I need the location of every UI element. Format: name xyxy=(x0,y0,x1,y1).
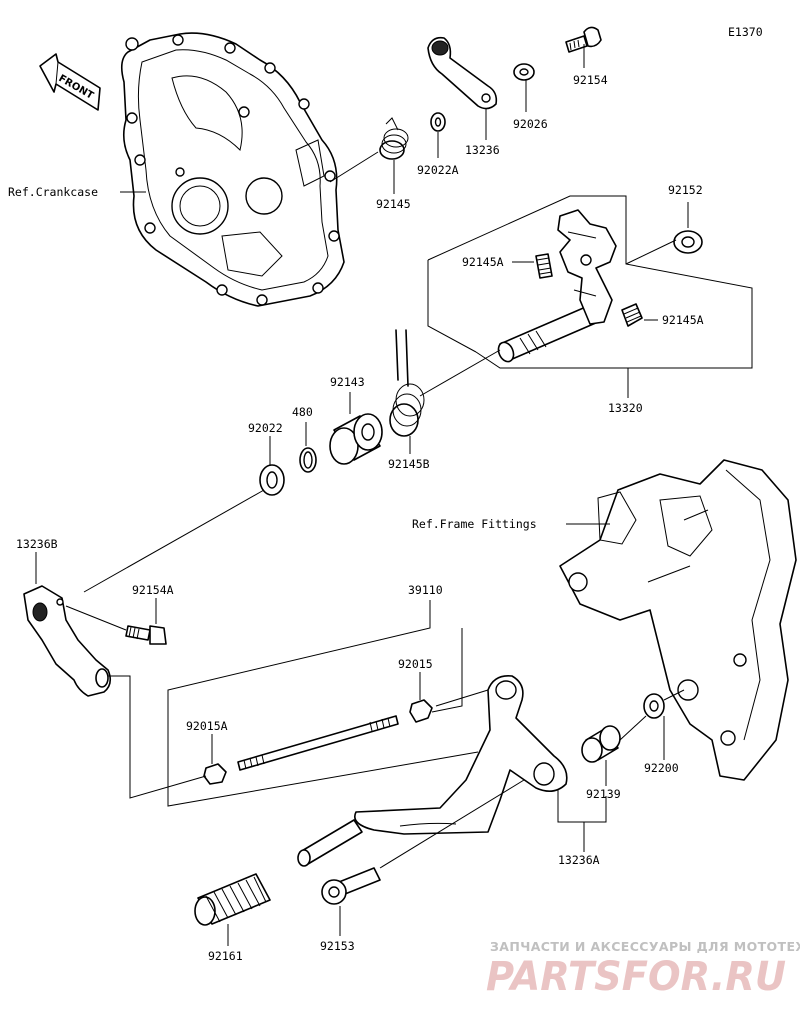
part-labels: 92154 92026 13236 92022A 92145 Ref.Crank… xyxy=(8,73,704,963)
label-92026: 92026 xyxy=(513,117,548,131)
nut-92015-drawing xyxy=(409,699,433,723)
watermark-tagline: ЗАПЧАСТИ И АКСЕССУАРЫ ДЛЯ МОТОТЕХНИКИ xyxy=(490,939,800,954)
label-13320: 13320 xyxy=(608,401,643,415)
label-92154a: 92154A xyxy=(132,583,174,597)
spring-92145a-right-drawing xyxy=(621,303,643,327)
label-92015a: 92015A xyxy=(186,719,228,733)
label-92145a-left: 92145A xyxy=(462,255,504,269)
spring-92145-drawing xyxy=(379,117,409,160)
label-13236: 13236 xyxy=(465,143,500,157)
label-13236b: 13236B xyxy=(16,537,58,551)
washer-92026-drawing xyxy=(513,63,535,81)
rubber-92161-drawing xyxy=(194,873,271,926)
label-92143: 92143 xyxy=(330,375,365,389)
label-92200: 92200 xyxy=(644,761,679,775)
leader-lines xyxy=(35,44,753,946)
tie-rod-39110-drawing xyxy=(237,715,399,771)
label-92153: 92153 xyxy=(320,939,355,953)
spring-92145b-drawing xyxy=(389,329,425,437)
shift-shaft-drawing xyxy=(497,209,617,363)
spring-92145a-left-drawing xyxy=(535,253,553,279)
washer-92200-drawing xyxy=(643,693,665,719)
nut-92015a-drawing xyxy=(203,763,227,785)
label-92139: 92139 xyxy=(586,787,621,801)
watermark-logo: PARTSFOR.RU xyxy=(486,954,786,1000)
circlip-480-drawing xyxy=(299,447,317,473)
label-92015: 92015 xyxy=(398,657,433,671)
washer-92022a-drawing xyxy=(430,112,446,132)
label-39110: 39110 xyxy=(408,583,443,597)
label-92161: 92161 xyxy=(208,949,243,963)
label-92152: 92152 xyxy=(668,183,703,197)
label-13236a: 13236A xyxy=(558,853,600,867)
label-92154: 92154 xyxy=(573,73,608,87)
bolt-92153-drawing xyxy=(321,867,381,905)
label-480: 480 xyxy=(292,405,313,419)
label-92145a-right: 92145A xyxy=(662,313,704,327)
label-92145b: 92145B xyxy=(388,457,430,471)
collar-92139-drawing xyxy=(581,725,621,763)
bolt-92154a-drawing xyxy=(125,625,167,645)
frame-fittings-drawing xyxy=(559,459,797,781)
collar-92152-drawing xyxy=(673,230,703,254)
label-92022a: 92022A xyxy=(417,163,459,177)
crankcase-cover-drawing xyxy=(120,32,345,307)
label-92145: 92145 xyxy=(376,197,411,211)
lever-13236b-drawing xyxy=(23,585,112,697)
lever-13236-drawing xyxy=(427,36,498,110)
label-ref-crankcase: Ref.Crankcase xyxy=(8,185,98,199)
bolt-92154-drawing xyxy=(565,26,602,53)
label-ref-frame-fittings: Ref.Frame Fittings xyxy=(412,517,537,531)
washer-92022-drawing xyxy=(259,464,285,496)
pedal-pin-drawing xyxy=(297,819,363,867)
front-arrow-icon: FRONT xyxy=(39,53,101,111)
watermark: ЗАПЧАСТИ И АКСЕССУАРЫ ДЛЯ МОТОТЕХНИКИ PA… xyxy=(486,939,800,1000)
diagram-code: E1370 xyxy=(728,25,763,39)
label-92022: 92022 xyxy=(248,421,283,435)
collar-92143-drawing xyxy=(329,413,383,465)
shift-pedal-13236a-drawing xyxy=(354,674,568,835)
